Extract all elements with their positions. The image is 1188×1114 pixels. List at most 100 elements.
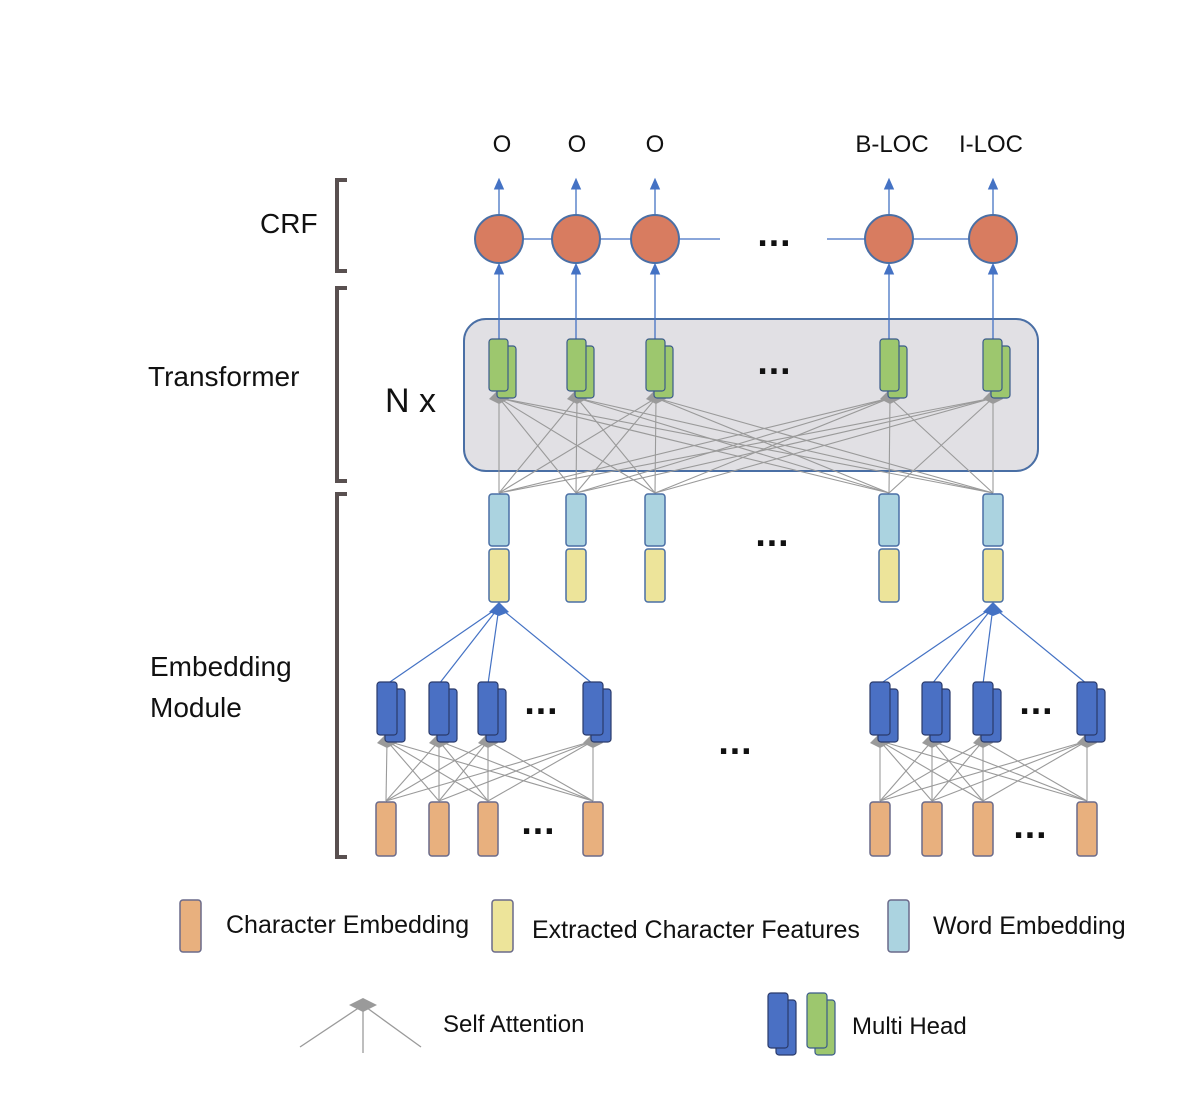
embedding-ellipsis: ... xyxy=(755,519,789,554)
transformer-head xyxy=(879,338,900,392)
word-embedding-token xyxy=(565,493,587,547)
feature-extraction-edge xyxy=(879,606,994,685)
crf-node xyxy=(551,214,601,264)
embedding-head xyxy=(1076,681,1098,736)
legend-word-embedding-swatch xyxy=(887,899,910,953)
feature-extraction-edge xyxy=(498,606,594,685)
embedding-head xyxy=(376,681,398,736)
transformer-head xyxy=(488,338,509,392)
transformer-section-label: Transformer xyxy=(148,361,299,392)
legend-self-attention-icon xyxy=(299,998,422,1053)
feature-extraction-edge xyxy=(931,606,994,685)
char-attention-edge xyxy=(386,740,594,802)
character-embedding-token xyxy=(428,801,450,857)
legend-multi-head-label: Multi Head xyxy=(852,1013,967,1040)
char-attention-edge xyxy=(879,740,933,802)
embedding-head xyxy=(477,681,499,736)
transformer-attention-edge xyxy=(889,397,994,494)
embedding-head xyxy=(921,681,943,736)
embedding-head xyxy=(972,681,994,736)
crf-node xyxy=(864,214,914,264)
legend-multi-head-icon xyxy=(767,992,836,1056)
embedding-head xyxy=(582,681,604,736)
transformer-attention-edge xyxy=(888,397,891,494)
feature-extraction-arrowhead xyxy=(983,602,1003,616)
extracted-feature-token xyxy=(644,548,666,603)
crf-node xyxy=(968,214,1018,264)
char-attention-edge xyxy=(386,740,440,802)
flow-arrows xyxy=(386,177,1088,685)
character-embedding-token xyxy=(869,801,891,857)
words-ellipsis: ... xyxy=(718,727,752,762)
legend-self-attention-label: Self Attention xyxy=(443,1011,584,1038)
feature-extraction-edge xyxy=(438,606,500,685)
transformer-attention-edge xyxy=(655,397,994,494)
embedding-head xyxy=(869,681,891,736)
char-attention-edge xyxy=(438,740,594,802)
transformer-attention-edge xyxy=(576,397,656,494)
word-embedding-token xyxy=(644,493,666,547)
extracted-feature-token xyxy=(488,548,510,603)
legend-extracted-features-label: Extracted Character Features xyxy=(532,916,860,944)
legend-word-embedding-label: Word Embedding xyxy=(933,912,1126,940)
char-attention-edge xyxy=(386,740,489,802)
output-label-1: O xyxy=(493,131,512,158)
transformer-self-attention xyxy=(489,389,1003,494)
char-attention-edge xyxy=(879,740,984,802)
transformer-head xyxy=(982,338,1003,392)
token-embeddings xyxy=(375,493,1098,857)
transformer-attention-edge xyxy=(498,397,890,494)
character-embedding-token xyxy=(375,801,397,857)
word-embedding-token xyxy=(982,493,1004,547)
output-label-2: O xyxy=(568,131,587,158)
legend-extracted-features-swatch xyxy=(491,899,514,953)
legend: Character Embedding Extracted Character … xyxy=(179,899,1126,1056)
char-attention-edge xyxy=(385,740,388,802)
char-attention-edge xyxy=(982,740,1088,802)
crf-node xyxy=(630,214,680,264)
feature-extraction-edge xyxy=(386,606,500,685)
char-attention-edge xyxy=(931,740,984,802)
feature-extraction-edge xyxy=(982,606,994,685)
crf-ellipsis: ... xyxy=(757,219,791,254)
output-label-5: I-LOC xyxy=(959,131,1023,158)
word-embedding-token xyxy=(488,493,510,547)
transformer-attention-edge xyxy=(498,397,994,494)
transformer-head xyxy=(566,338,587,392)
transformer-attention-edge xyxy=(655,397,890,494)
extracted-feature-token xyxy=(982,548,1004,603)
attention-heads xyxy=(376,338,1106,743)
left-heads-ellipsis: ... xyxy=(524,687,558,722)
char-attention-edge xyxy=(931,740,1088,802)
extracted-feature-token xyxy=(565,548,587,603)
transformer-block xyxy=(463,318,1039,472)
crf-node xyxy=(474,214,524,264)
transformer-attention-edge xyxy=(498,397,656,494)
transformer-attention-edge xyxy=(498,397,577,494)
crf-section-label: CRF xyxy=(260,208,318,239)
transformer-bracket xyxy=(335,286,347,483)
character-embedding-token xyxy=(477,801,499,857)
left-chars-ellipsis: ... xyxy=(521,807,555,842)
embedding-head xyxy=(428,681,450,736)
char-attention-edge xyxy=(438,740,489,802)
crf-bracket xyxy=(335,178,347,273)
char-attention-edge xyxy=(879,740,1088,802)
transformer-ellipsis: ... xyxy=(757,347,791,382)
character-embedding-token xyxy=(972,801,994,857)
transformer-attention-edge xyxy=(654,397,657,494)
legend-char-embedding-swatch xyxy=(179,899,202,953)
feature-extraction-edge xyxy=(992,606,1088,685)
character-embedding-token xyxy=(582,801,604,857)
legend-char-embedding-label: Character Embedding xyxy=(226,911,469,939)
embedding-section-label-line1: Embedding xyxy=(150,651,292,682)
extracted-feature-token xyxy=(878,548,900,603)
right-chars-ellipsis: ... xyxy=(1013,811,1047,846)
transformer-attention-edge xyxy=(576,397,994,494)
word-embedding-token xyxy=(878,493,900,547)
repeat-label: N x xyxy=(385,382,436,420)
char-attention-edge xyxy=(487,740,594,802)
right-heads-ellipsis: ... xyxy=(1019,687,1053,722)
character-embedding-token xyxy=(921,801,943,857)
